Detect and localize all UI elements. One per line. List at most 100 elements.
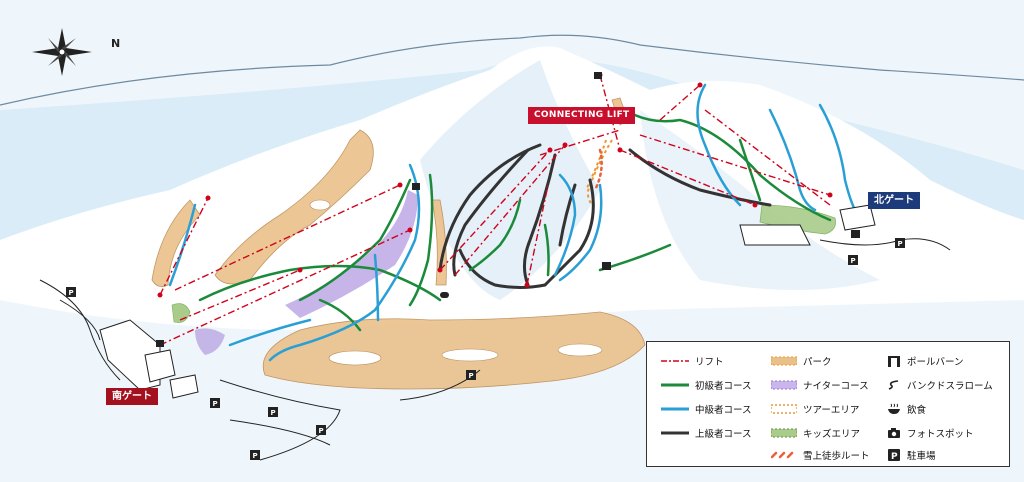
lift-line-icon bbox=[661, 360, 689, 362]
south-gate-label: 南ゲート bbox=[106, 388, 158, 405]
legend-label: リフト bbox=[695, 357, 724, 368]
lift-station bbox=[205, 195, 211, 201]
compass-north-label: N bbox=[111, 37, 121, 50]
tour-area-icon bbox=[771, 404, 797, 414]
lift-station bbox=[157, 292, 163, 298]
park-area-west bbox=[151, 199, 201, 288]
svg-text:P: P bbox=[851, 257, 856, 265]
road bbox=[39, 279, 121, 381]
lift-station bbox=[297, 267, 303, 273]
beginner-run bbox=[543, 223, 550, 277]
north-gate-label: 北ゲート bbox=[868, 192, 920, 209]
intermediate-run bbox=[768, 108, 817, 212]
svg-text:P: P bbox=[271, 409, 276, 417]
beginner-run bbox=[408, 173, 434, 307]
beginner-run bbox=[468, 198, 522, 272]
legend-label: 雪上徒歩ルート bbox=[803, 451, 870, 462]
road bbox=[229, 419, 331, 446]
road bbox=[219, 379, 341, 461]
intermediate-run bbox=[228, 318, 312, 347]
intermediate-runs bbox=[168, 83, 857, 362]
lift-line bbox=[639, 134, 831, 196]
park-features bbox=[309, 199, 603, 366]
lift-station bbox=[524, 282, 530, 288]
legend-item-banked-slalom: バンクドスラローム bbox=[887, 378, 993, 392]
intermediate-run bbox=[268, 163, 421, 362]
legend-label: 上級者コース bbox=[695, 429, 752, 440]
park-area-icon bbox=[771, 356, 797, 366]
pole-burn-icon bbox=[851, 230, 860, 238]
park-feature bbox=[309, 199, 331, 211]
parking-icon: P bbox=[316, 425, 326, 435]
advanced-run bbox=[452, 148, 530, 277]
legend-item-beginner: 初級者コース bbox=[661, 378, 752, 392]
advanced-run bbox=[628, 148, 772, 207]
legend-label: パーク bbox=[803, 357, 832, 368]
beginner-run bbox=[318, 298, 362, 332]
intermediate-run bbox=[696, 83, 742, 207]
legend-item-pole-burn: ポールバーン bbox=[887, 354, 964, 368]
legend-label: フォトスポット bbox=[907, 429, 974, 440]
building bbox=[144, 349, 176, 383]
legend-item-tour: ツアーエリア bbox=[771, 402, 859, 416]
svg-text:P: P bbox=[898, 240, 903, 248]
legend-item-night: ナイターコース bbox=[771, 378, 869, 392]
snowshoe-route-icon bbox=[771, 451, 794, 459]
intermediate-line-icon bbox=[661, 407, 689, 411]
legend-label: ポールバーン bbox=[907, 357, 964, 368]
building bbox=[169, 374, 199, 399]
lift-line bbox=[439, 149, 551, 271]
camera-icon bbox=[412, 183, 420, 190]
legend-item-intermediate: 中級者コース bbox=[661, 402, 752, 416]
lift-station bbox=[547, 147, 553, 153]
intermediate-run bbox=[818, 103, 857, 212]
lift-station bbox=[752, 202, 758, 208]
lift-line bbox=[619, 149, 756, 206]
svg-text:P: P bbox=[69, 289, 74, 297]
legend-item-kids: キッズエリア bbox=[771, 426, 860, 440]
building bbox=[739, 224, 811, 246]
park-feature bbox=[328, 350, 382, 366]
svg-text:P: P bbox=[319, 427, 324, 435]
lift-line bbox=[179, 269, 301, 321]
night-area-icon bbox=[771, 380, 797, 390]
legend-item-photo: フォトスポット bbox=[887, 426, 974, 440]
lift-station bbox=[437, 267, 443, 273]
connecting-lift-label: CONNECTING LIFT bbox=[528, 107, 636, 124]
lift-line bbox=[526, 184, 549, 286]
beginner-run bbox=[298, 178, 412, 302]
advanced-line-icon bbox=[661, 431, 689, 435]
parking-icon: P bbox=[848, 255, 858, 265]
night-area bbox=[285, 190, 418, 318]
legend-item-snowshoe: 雪上徒歩ルート bbox=[771, 448, 870, 462]
legend-label: 初級者コース bbox=[695, 381, 752, 392]
lift-line bbox=[159, 197, 209, 296]
tour-route bbox=[585, 139, 607, 191]
lift-station bbox=[397, 182, 403, 188]
legend-item-lift: リフト bbox=[661, 354, 724, 368]
legend-item-food: 飲食 bbox=[887, 402, 926, 416]
park-areas bbox=[151, 97, 646, 390]
poi-markers bbox=[156, 72, 860, 347]
svg-text:P: P bbox=[891, 452, 898, 461]
advanced-run bbox=[558, 183, 577, 247]
pole-burn-icon bbox=[888, 356, 900, 367]
legend-label: 駐車場 bbox=[907, 451, 936, 462]
intermediate-run bbox=[553, 173, 577, 277]
night-area-base bbox=[195, 328, 225, 355]
lift-line bbox=[659, 84, 701, 121]
advanced-run bbox=[438, 143, 542, 272]
parking-icon: P bbox=[895, 238, 905, 248]
lift-line bbox=[704, 109, 831, 206]
pole-burn-icon bbox=[602, 262, 611, 270]
svg-text:P: P bbox=[253, 452, 258, 460]
building bbox=[99, 319, 161, 391]
intermediate-run bbox=[373, 253, 380, 322]
legend-label: キッズエリア bbox=[803, 429, 861, 440]
park-feature bbox=[441, 348, 499, 362]
legend-label: 飲食 bbox=[907, 405, 927, 416]
lift-line bbox=[174, 184, 401, 291]
beginner-line-icon bbox=[661, 383, 689, 387]
intermediate-run bbox=[168, 203, 197, 287]
intermediate-run bbox=[558, 183, 603, 282]
